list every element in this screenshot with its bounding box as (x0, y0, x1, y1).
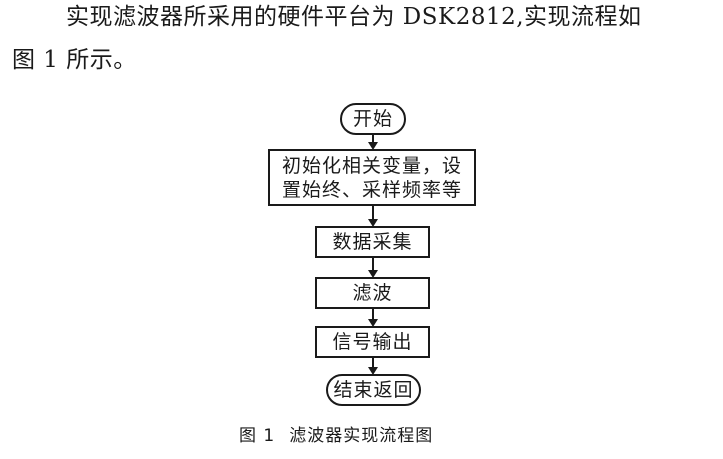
arrowhead-4 (368, 319, 378, 327)
paragraph-line-1: 实现滤波器所采用的硬件平台为 DSK2812,实现流程如 (66, 4, 642, 30)
init-label-line-2: 置始终、采样频率等 (281, 179, 462, 201)
output-label: 信号输出 (332, 331, 413, 353)
arrowhead-5 (368, 367, 378, 375)
end-label: 结束返回 (333, 379, 414, 401)
arrowhead-2 (368, 219, 378, 227)
init-label-line-1: 初始化相关变量，设 (281, 155, 462, 177)
start-label: 开始 (352, 108, 393, 130)
arrowhead-3 (368, 270, 378, 278)
figure-number: 图 1 (239, 426, 276, 446)
paragraph-line-2: 图 1 所示。 (12, 47, 137, 73)
arrowhead-1 (368, 142, 378, 150)
figure-title: 滤波器实现流程图 (289, 426, 434, 446)
end-terminal (326, 374, 421, 406)
filter-label: 滤波 (352, 282, 393, 304)
figure-caption: 图 1 滤波器实现流程图 (239, 424, 433, 448)
acquire-label: 数据采集 (332, 231, 413, 253)
